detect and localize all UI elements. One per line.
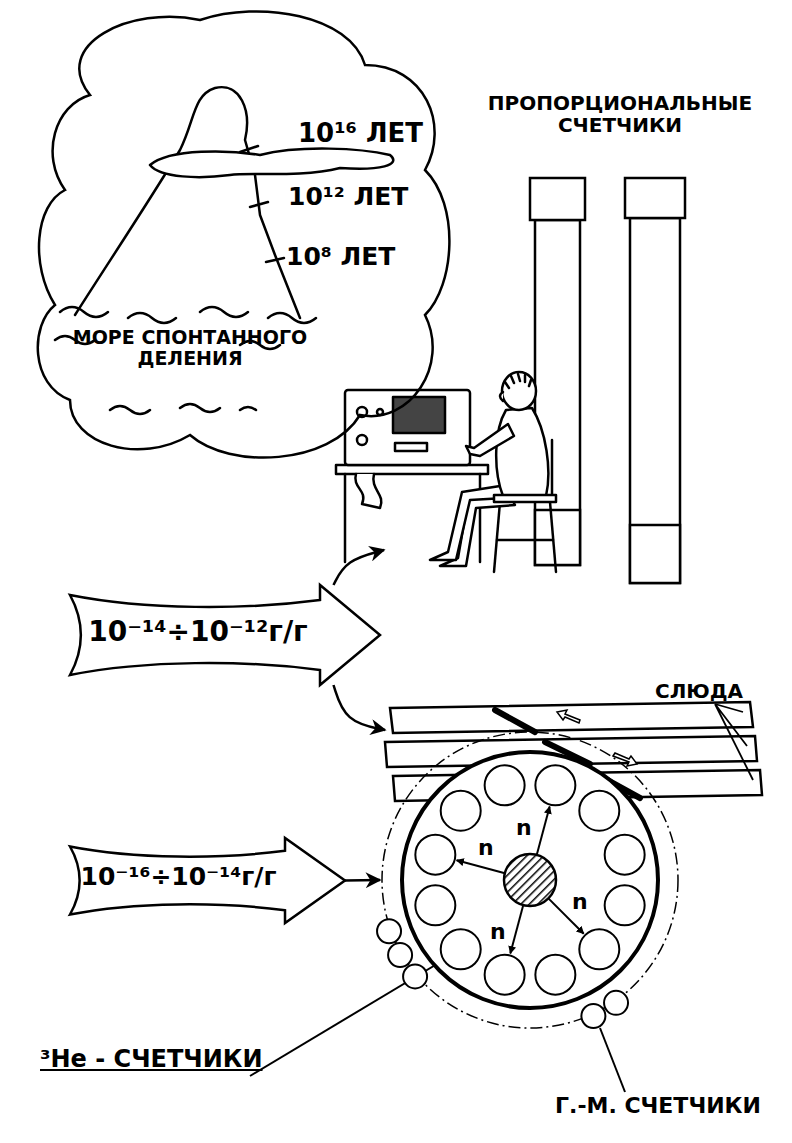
node-outline — [30, 5, 450, 470]
cloud-outline — [38, 11, 450, 457]
concentration-arrow: 10⁻¹⁶÷10⁻¹⁴г/г — [70, 838, 345, 923]
neutron-label: n — [490, 920, 506, 945]
counter-setup: ПРОПОРЦИОНАЛЬНЫЕ СЧЕТЧИКИ — [330, 170, 690, 550]
operator — [336, 372, 556, 572]
geiger-counter — [388, 943, 412, 967]
node-outline — [380, 730, 680, 1030]
helium-counter — [415, 885, 455, 925]
age-label: 10¹⁶ ЛЕТ — [298, 119, 423, 148]
neutron-ray — [510, 905, 523, 953]
age-label: 10¹² ЛЕТ — [288, 183, 408, 211]
knob — [357, 435, 367, 445]
concentration-range: 10⁻¹⁶÷10⁻¹⁴г/г — [72, 863, 285, 891]
block-arrow — [70, 585, 380, 685]
connector-arrow — [334, 685, 386, 730]
neutron-ray — [537, 807, 550, 855]
chair-rail — [497, 539, 553, 542]
setup-heading: ПРОПОРЦИОНАЛЬНЫЕ СЧЕТЧИКИ — [460, 92, 780, 137]
chair-leg — [494, 502, 500, 572]
helium-counter — [605, 835, 645, 875]
chair-leg — [550, 502, 556, 572]
counter-cap — [625, 178, 685, 218]
age-tick — [250, 202, 268, 207]
ear — [500, 392, 503, 401]
helium-counter — [485, 955, 525, 995]
counter-base — [630, 525, 680, 583]
age-tick — [240, 146, 258, 152]
connector-arrow — [334, 550, 385, 585]
helium-counter — [441, 791, 481, 831]
helium-counter — [579, 929, 619, 969]
paper-tape — [355, 474, 381, 508]
leader-line — [600, 1028, 625, 1092]
slot — [395, 443, 427, 451]
concentration-range: 10⁻¹⁴÷10⁻¹²г/г — [76, 616, 320, 647]
age-tick — [266, 258, 284, 262]
counter-tube — [630, 218, 680, 583]
neutron-label: n — [516, 816, 532, 841]
geiger-counter — [581, 1004, 605, 1028]
neutron-ray — [457, 860, 505, 873]
concentration-arrow: 10⁻¹⁴÷10⁻¹²г/г — [70, 585, 380, 685]
hair — [505, 374, 531, 388]
age-label: 10⁸ ЛЕТ — [286, 243, 395, 271]
cloud-band — [150, 149, 393, 177]
counter-cap — [530, 178, 585, 220]
geiger-counter — [604, 991, 628, 1015]
chair-back — [551, 440, 554, 500]
desk-leg — [344, 474, 347, 562]
sample — [504, 854, 556, 906]
chair-seat — [494, 495, 556, 502]
sea-wave — [110, 404, 256, 414]
geiger-counter — [377, 919, 401, 943]
callout-label: ³He - СЧЕТЧИКИ — [40, 1046, 263, 1072]
moderator-vessel — [402, 752, 658, 1008]
desk-top — [336, 465, 488, 474]
head — [502, 372, 536, 410]
helium-counter — [535, 955, 575, 995]
helium-counter — [535, 765, 575, 805]
block-arrow — [70, 838, 345, 923]
leader-line — [250, 958, 447, 1076]
screen — [393, 397, 445, 433]
geiger-counter — [403, 964, 427, 988]
material-label: СЛЮДА — [655, 680, 743, 702]
helium-counter — [441, 929, 481, 969]
helium-counter — [605, 885, 645, 925]
sea-label: МОРЕ СПОНТАННОГО ДЕЛЕНИЯ — [45, 327, 335, 370]
counter-tube — [535, 220, 580, 565]
node-outline — [330, 170, 690, 550]
desk-leg — [479, 474, 482, 562]
neutron-label: n — [478, 836, 494, 861]
shield-outline — [382, 732, 678, 1028]
helium-counter — [579, 791, 619, 831]
arm — [466, 424, 514, 456]
leader-line — [715, 704, 753, 780]
proportional-counters — [530, 178, 685, 583]
sea-wave — [60, 307, 316, 323]
helium-counter — [415, 835, 455, 875]
counter-base — [535, 510, 580, 565]
cloud-bubble: 10¹⁶ ЛЕТ 10¹² ЛЕТ 10⁸ ЛЕТ МОРЕ СПОНТАННОГО … — [30, 5, 450, 470]
neutron-detector: nnnn — [380, 730, 680, 1030]
callout-label: Г.-М. СЧЕТЧИКИ — [555, 1094, 761, 1118]
torso — [496, 408, 548, 496]
mountain-outline — [75, 87, 300, 318]
helium-counter — [485, 765, 525, 805]
neutron-label: n — [572, 890, 588, 915]
connector-arrow — [345, 879, 380, 882]
